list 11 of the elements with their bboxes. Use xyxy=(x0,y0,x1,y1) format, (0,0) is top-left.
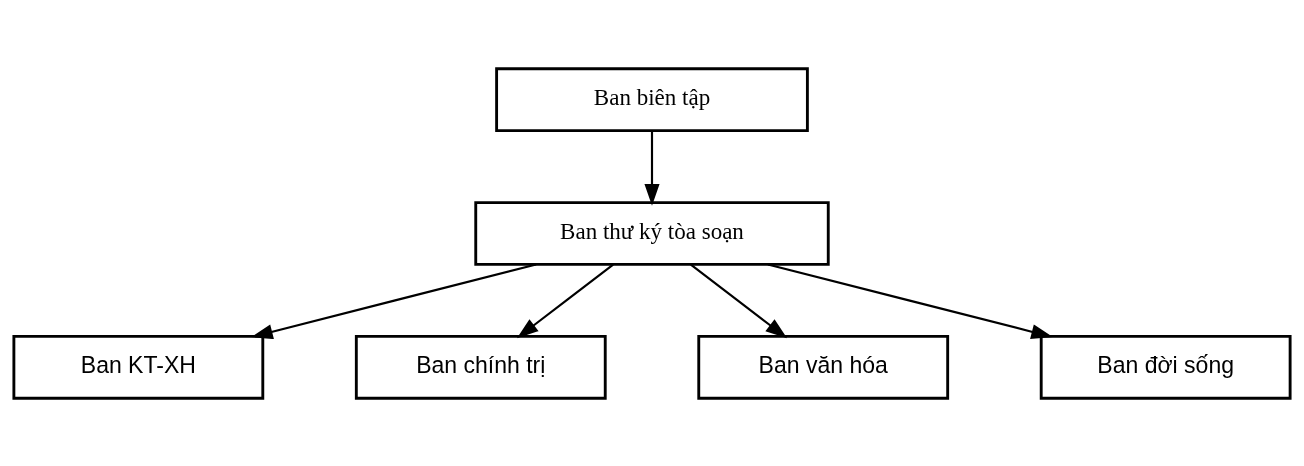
node-box: Ban đời sống xyxy=(1039,334,1292,400)
arrow xyxy=(690,263,788,338)
node-box: Ban biên tập xyxy=(495,66,809,132)
arrow xyxy=(767,262,1053,339)
arrow xyxy=(251,262,537,339)
node-box: Ban thư ký tòa soạn xyxy=(474,200,830,266)
arrow xyxy=(516,263,614,338)
node-box: Ban KT-XH xyxy=(12,334,265,400)
node-box: Ban chính trị xyxy=(354,334,607,400)
node-box: Ban văn hóa xyxy=(697,334,950,400)
arrow xyxy=(644,130,660,206)
